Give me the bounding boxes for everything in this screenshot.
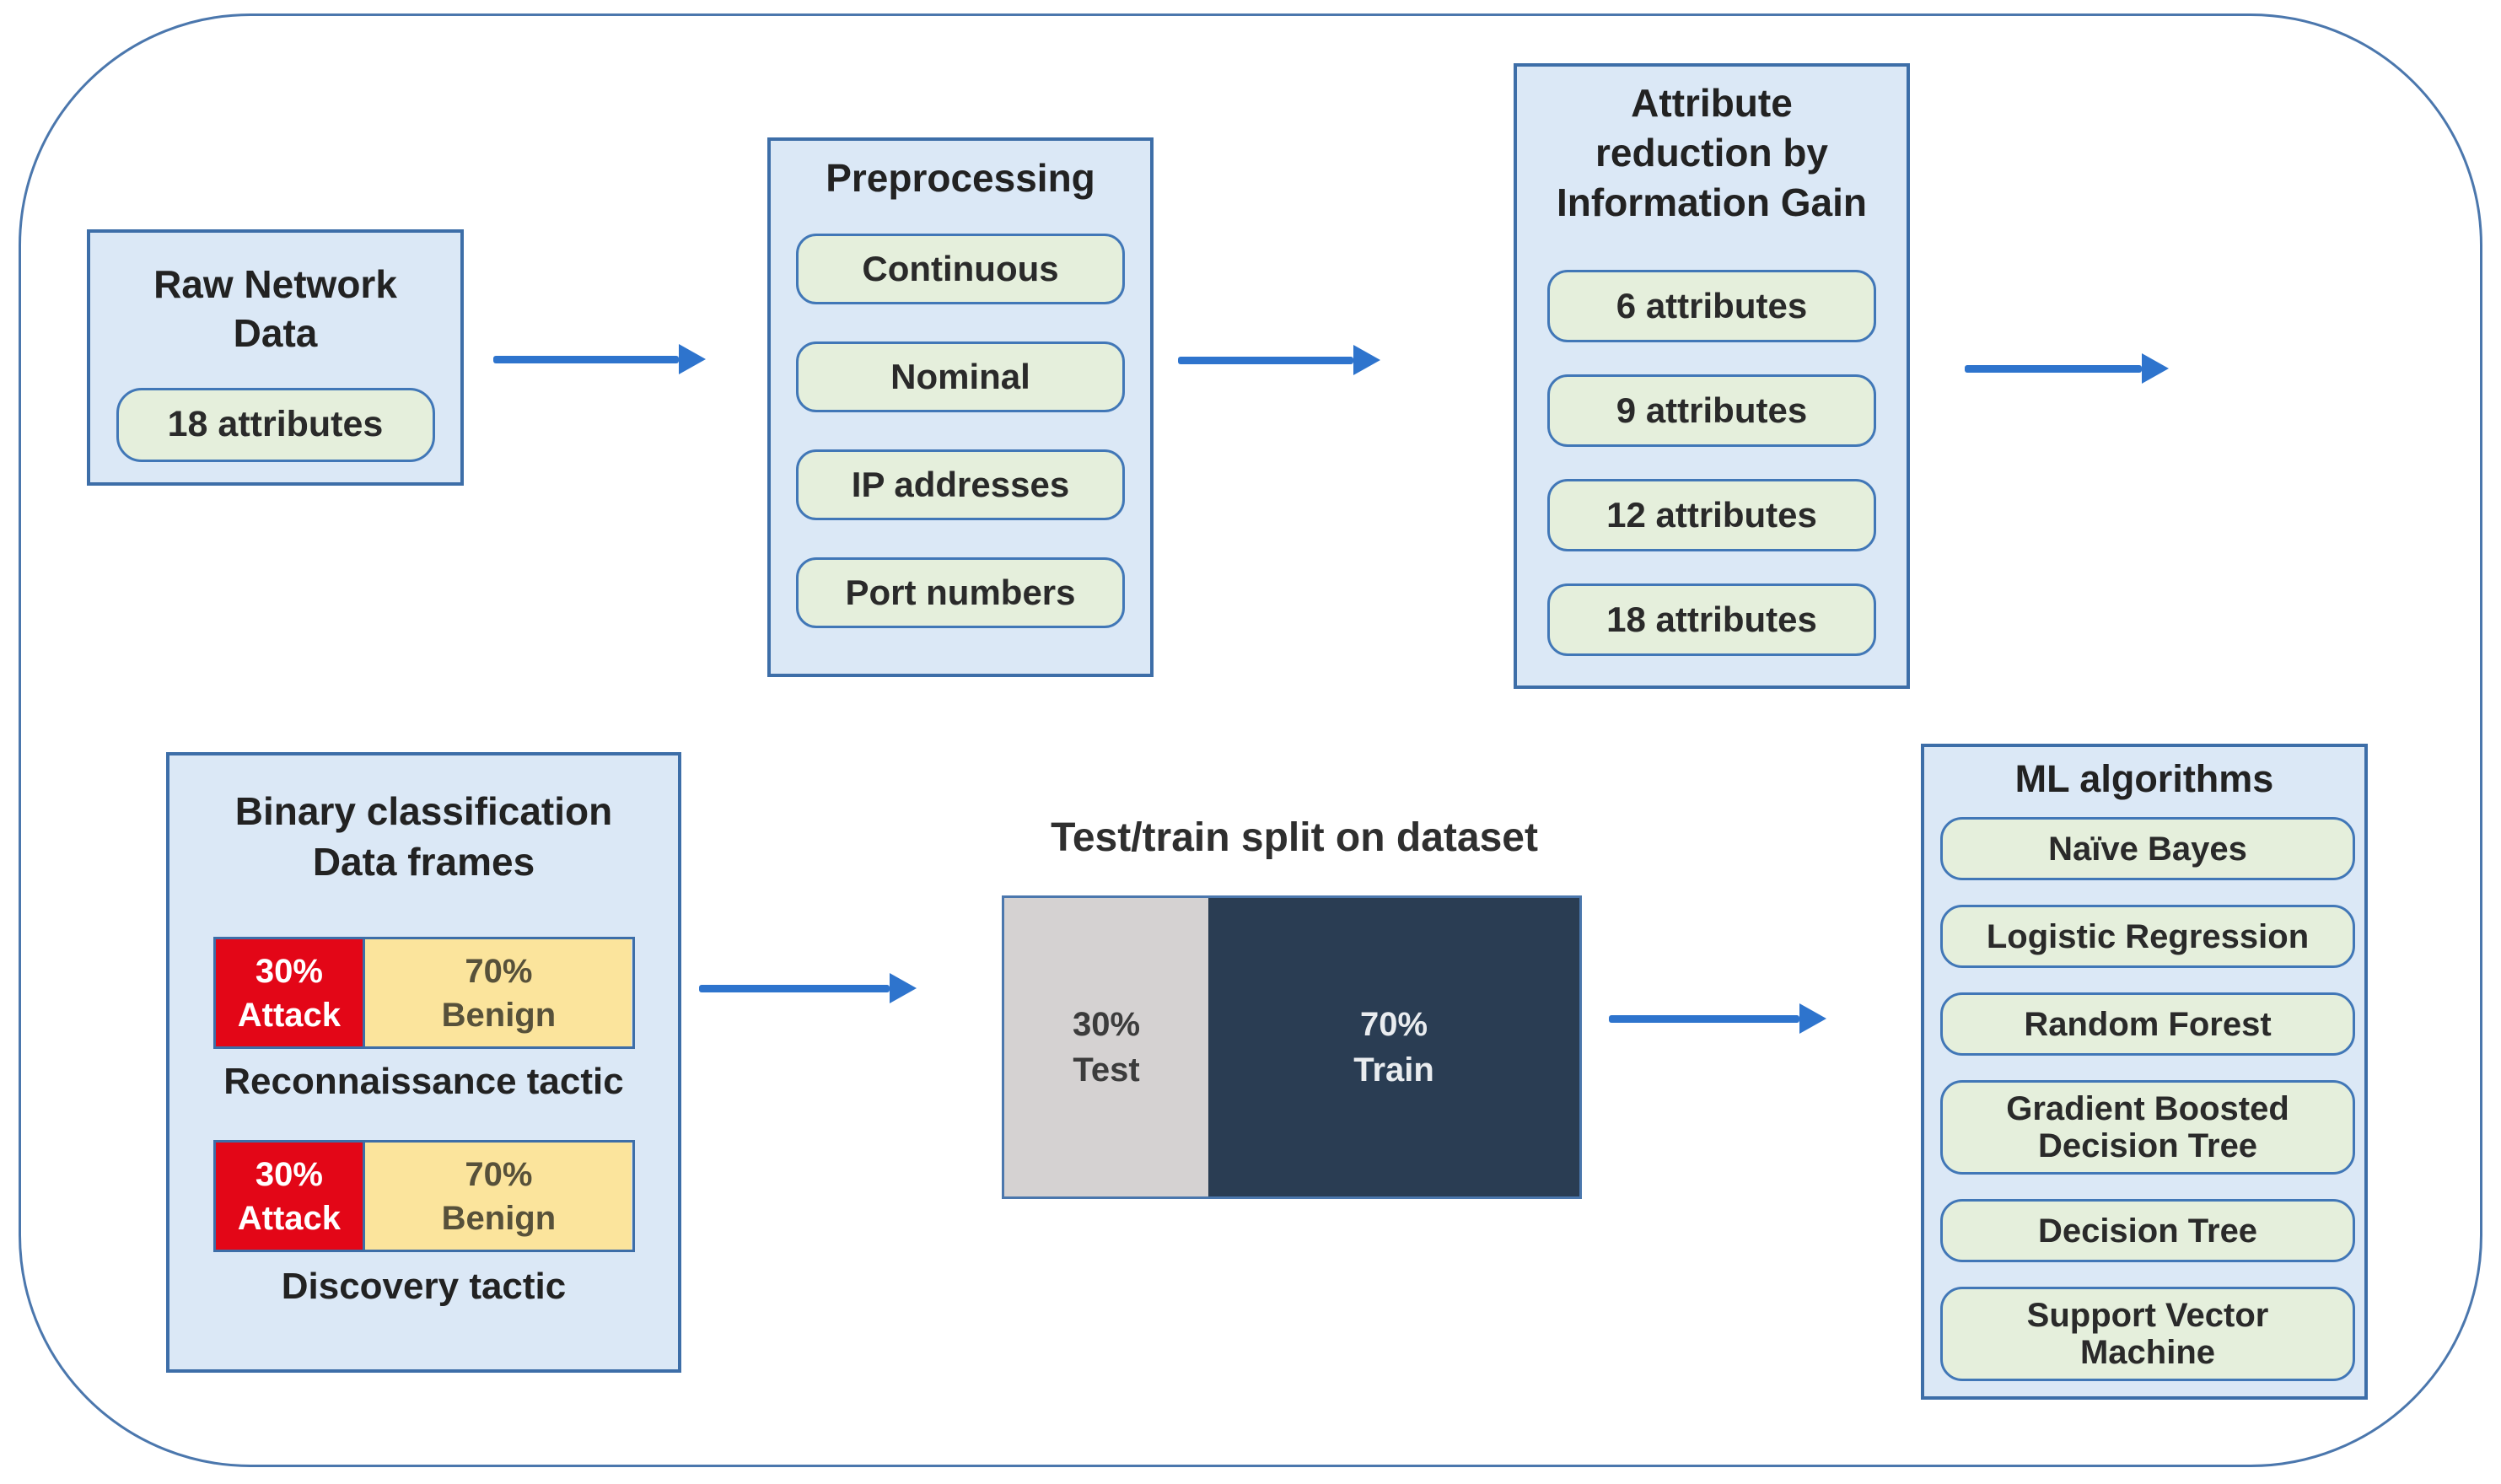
benign-pct: 70% bbox=[465, 1155, 533, 1193]
arrow-line bbox=[1965, 364, 2142, 373]
pill-label: 6 attributes bbox=[1616, 285, 1808, 325]
algorithm-pill-logistic-regression: Logistic Regression bbox=[1940, 905, 2355, 968]
pill-label: Machine bbox=[2079, 1334, 2216, 1371]
algorithm-pill-random-forest: Random Forest bbox=[1940, 992, 2355, 1056]
flow-arrow-raw-to-preprocessing bbox=[493, 344, 706, 374]
arrow-head-icon bbox=[679, 344, 706, 374]
attribute-count-pill: 9 attributes bbox=[1547, 374, 1876, 447]
attribute-title-line: Attribute bbox=[1631, 81, 1793, 125]
flow-arrow-binary-to-split bbox=[699, 973, 917, 1003]
train-segment: 70% Train bbox=[1208, 898, 1579, 1196]
raw-box-title-line: Data bbox=[233, 311, 318, 355]
arrow-head-icon bbox=[1799, 1003, 1826, 1034]
attribute-reduction-box: Attribute reduction by Information Gain … bbox=[1514, 63, 1910, 689]
test-pct: 30% bbox=[1073, 1006, 1141, 1043]
benign-segment: 70% Benign bbox=[365, 939, 632, 1046]
pill-label: 9 attributes bbox=[1616, 390, 1808, 430]
attributes-pill: 18 attributes bbox=[116, 388, 435, 462]
benign-label: Benign bbox=[441, 1199, 557, 1237]
algorithm-pill-decision-tree: Decision Tree bbox=[1940, 1199, 2355, 1262]
pill-label: Continuous bbox=[862, 248, 1059, 288]
ml-algorithm-list: Naïve Bayes Logistic Regression Random F… bbox=[1940, 817, 2355, 1381]
test-label: Test bbox=[1073, 1051, 1140, 1089]
flow-arrow-split-to-ml bbox=[1609, 1003, 1826, 1034]
attribute-count-pill: 6 attributes bbox=[1547, 270, 1876, 342]
attribute-count-pill: 18 attributes bbox=[1547, 583, 1876, 656]
algorithm-pill-gradient-boosted-decision-tree: Gradient Boosted Decision Tree bbox=[1940, 1080, 2355, 1175]
preprocessing-pill: Port numbers bbox=[796, 557, 1125, 628]
arrow-line bbox=[1609, 1014, 1799, 1023]
arrow-head-icon bbox=[1353, 345, 1380, 375]
arrow-head-icon bbox=[890, 973, 917, 1003]
ml-box-title: ML algorithms bbox=[1924, 755, 2364, 803]
attribute-count-pill: 12 attributes bbox=[1547, 479, 1876, 551]
classification-bar-reconnaissance: 30% Attack 70% Benign bbox=[212, 937, 635, 1049]
pill-label: Logistic Regression bbox=[1986, 917, 2310, 955]
pill-label: Nominal bbox=[890, 356, 1030, 396]
benign-segment: 70% Benign bbox=[365, 1143, 632, 1250]
pill-label: Random Forest bbox=[2024, 1005, 2272, 1043]
attribute-title-line: Information Gain bbox=[1557, 180, 1867, 224]
pill-label: Decision Tree bbox=[2037, 1127, 2258, 1164]
pill-label: 12 attributes bbox=[1606, 494, 1817, 535]
test-train-split-rect: 30% Test 70% Train bbox=[1002, 895, 1582, 1199]
binary-title-line: Data frames bbox=[312, 840, 535, 884]
bar-caption-reconnaissance: Reconnaissance tactic bbox=[223, 1061, 624, 1102]
attack-segment: 30% Attack bbox=[215, 939, 366, 1046]
binary-title-line: Binary classification bbox=[234, 789, 613, 833]
preprocessing-title-text: Preprocessing bbox=[826, 156, 1095, 200]
bar-caption-discovery: Discovery tactic bbox=[281, 1266, 567, 1307]
pill-label: 18 attributes bbox=[167, 404, 384, 445]
attack-pct: 30% bbox=[255, 1155, 323, 1193]
attack-segment: 30% Attack bbox=[215, 1143, 366, 1250]
attack-pct: 30% bbox=[255, 952, 323, 990]
test-segment: 30% Test bbox=[1004, 898, 1209, 1196]
flow-arrow-preprocessing-to-reduction bbox=[1178, 345, 1380, 375]
algorithm-pill-naive-bayes: Naïve Bayes bbox=[1940, 817, 2355, 880]
binary-classification-box: Binary classification Data frames 30% At… bbox=[166, 752, 681, 1373]
preprocessing-title: Preprocessing bbox=[771, 154, 1150, 202]
ml-title-text: ML algorithms bbox=[2014, 757, 2274, 800]
raw-network-data-box: Raw Network Data 18 attributes bbox=[87, 229, 464, 486]
split-title: Test/train split on dataset bbox=[1051, 815, 1538, 860]
benign-pct: 70% bbox=[465, 952, 533, 990]
attack-label: Attack bbox=[237, 1199, 342, 1237]
pill-label: IP addresses bbox=[851, 464, 1070, 504]
arrow-head-icon bbox=[2142, 353, 2169, 384]
train-label: Train bbox=[1353, 1051, 1434, 1089]
pill-label: Gradient Boosted bbox=[2006, 1090, 2289, 1127]
arrow-line bbox=[1178, 356, 1353, 364]
raw-box-title-line: Raw Network bbox=[153, 262, 397, 306]
ml-algorithms-box: ML algorithms Naïve Bayes Logistic Regre… bbox=[1921, 744, 2368, 1400]
algorithm-pill-support-vector-machine: Support Vector Machine bbox=[1940, 1287, 2355, 1381]
flow-arrow-reduction-output bbox=[1965, 353, 2169, 384]
raw-box-title: Raw Network Data bbox=[90, 260, 460, 358]
pill-label: 18 attributes bbox=[1606, 599, 1817, 639]
attack-label: Attack bbox=[237, 996, 342, 1034]
arrow-line bbox=[493, 355, 679, 363]
classification-bar-discovery: 30% Attack 70% Benign bbox=[212, 1140, 635, 1252]
pill-label: Port numbers bbox=[845, 572, 1076, 612]
attribute-reduction-title: Attribute reduction by Information Gain bbox=[1517, 78, 1907, 228]
pill-label: Support Vector bbox=[2026, 1297, 2269, 1334]
pill-label: Decision Tree bbox=[2037, 1212, 2258, 1250]
attribute-title-line: reduction by bbox=[1595, 131, 1829, 175]
pill-label: Naïve Bayes bbox=[2048, 830, 2247, 868]
preprocessing-pill: Continuous bbox=[796, 234, 1125, 304]
benign-label: Benign bbox=[441, 996, 557, 1034]
preprocessing-pill: Nominal bbox=[796, 341, 1125, 412]
train-pct: 70% bbox=[1360, 1006, 1428, 1043]
arrow-line bbox=[699, 984, 890, 992]
preprocessing-pill: IP addresses bbox=[796, 449, 1125, 520]
preprocessing-box: Preprocessing Continuous Nominal IP addr… bbox=[767, 137, 1154, 677]
binary-box-title: Binary classification Data frames bbox=[169, 786, 678, 887]
